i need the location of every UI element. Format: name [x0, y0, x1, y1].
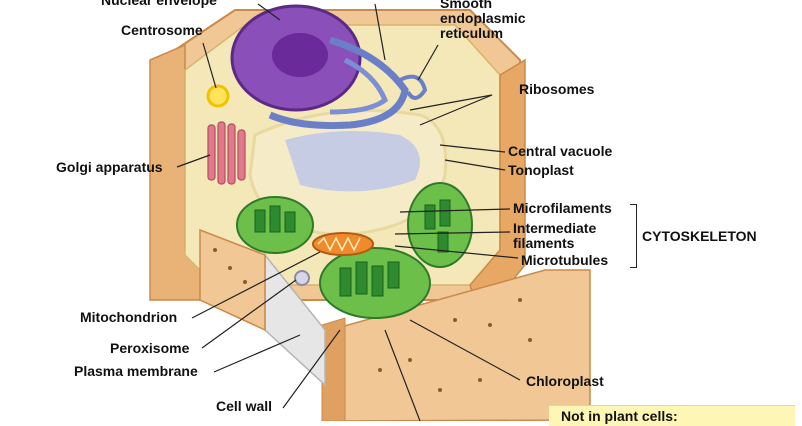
label-chloroplast: Chloroplast — [526, 373, 604, 389]
label-tonoplast: Tonoplast — [508, 162, 574, 178]
smooth-er — [399, 74, 428, 100]
peroxisome — [294, 270, 310, 286]
note-title: Not in plant cells: — [561, 408, 678, 424]
label-smooth-er-1: Smooth — [440, 0, 493, 11]
mitochondrion — [312, 232, 374, 256]
leader-lines — [176, 3, 521, 422]
centrosome — [206, 84, 230, 108]
mitochondrion-cristae — [317, 236, 361, 252]
thylakoid-stacks — [254, 199, 451, 297]
label-peroxisome: Peroxisome — [110, 340, 190, 356]
label-nuclear-envelope: Nuclear envelope — [101, 0, 217, 8]
golgi-apparatus — [207, 121, 246, 185]
plasmodesmata-pits — [213, 248, 532, 392]
label-smooth-er-3: reticulum — [440, 25, 504, 41]
label-intermediate-2: filaments — [513, 235, 575, 251]
vacuole-inner — [285, 131, 420, 192]
label-centrosome: Centrosome — [121, 22, 203, 38]
label-intermediate-1: Intermediate — [513, 220, 597, 236]
label-microtubules: Microtubules — [521, 252, 609, 268]
label-golgi-apparatus: Golgi apparatus — [56, 159, 163, 175]
label-plasma-membrane: Plasma membrane — [74, 363, 198, 379]
rough-er-2 — [329, 57, 389, 115]
label-central-vacuole: Central vacuole — [508, 143, 613, 159]
nucleolus — [272, 33, 328, 77]
label-mitochondrion: Mitochondrion — [80, 309, 178, 325]
label-ribosomes: Ribosomes — [519, 81, 595, 97]
label-cytoskeleton: CYTOSKELETON — [642, 228, 757, 244]
label-cell-wall: Cell wall — [216, 398, 273, 414]
label-smooth-er-2: endoplasmic — [440, 10, 526, 26]
rough-er — [268, 36, 409, 130]
not-in-plant-cells-note: Not in plant cells: — [549, 405, 795, 426]
label-microfilaments: Microfilaments — [513, 200, 612, 216]
cytoskeleton-bracket — [630, 204, 637, 268]
